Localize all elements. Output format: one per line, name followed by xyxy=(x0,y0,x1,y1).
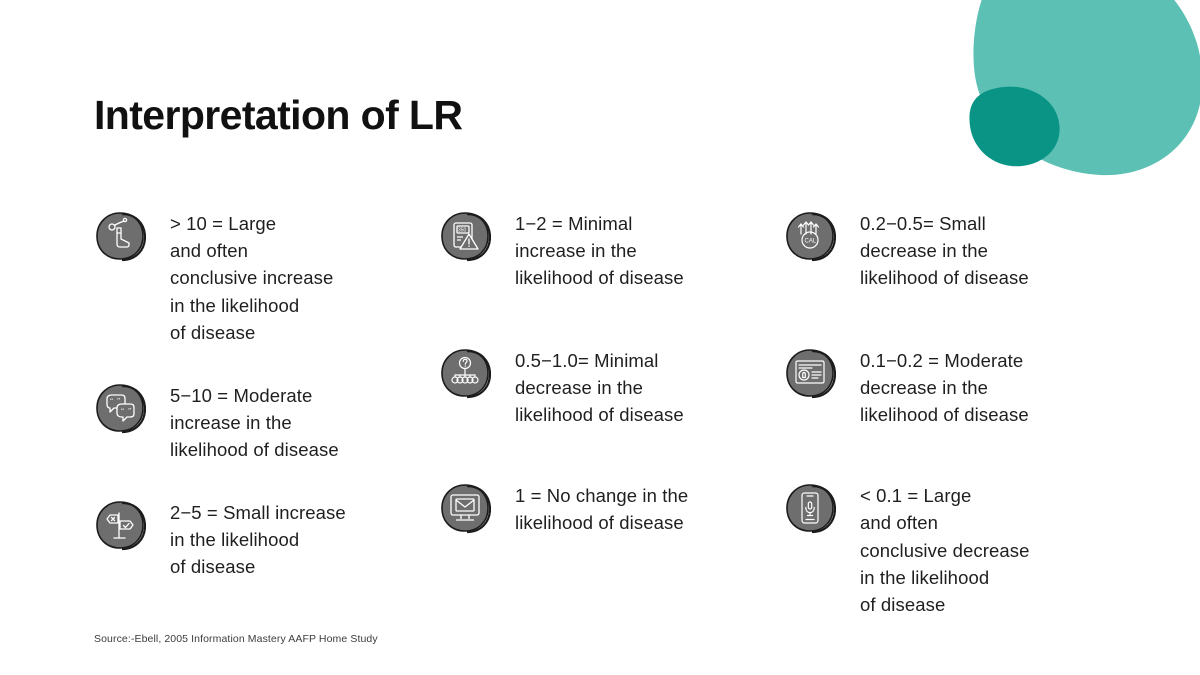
blob-dark-shape xyxy=(969,86,1060,167)
blob-light-shape xyxy=(973,0,1200,176)
question-hierarchy-icon xyxy=(439,347,491,399)
speech-bubbles-quote-icon: “ ” “ ” xyxy=(94,382,146,434)
page-title: Interpretation of LR xyxy=(94,92,463,138)
calendar-arrows-icon: CAL xyxy=(784,210,836,262)
list-item: “ ” “ ” 5−10 = Moderate increase in the … xyxy=(94,382,394,464)
column-1: > 10 = Large and often conclusive increa… xyxy=(94,210,394,608)
decorative-blobs xyxy=(940,0,1200,190)
monitor-warning-icon: 350 xyxy=(439,210,491,262)
svg-text:CAL: CAL xyxy=(805,239,817,245)
svg-text:”: ” xyxy=(128,407,131,415)
list-item: < 0.1 = Large and often conclusive decre… xyxy=(784,482,1094,618)
list-item-text: 0.2−0.5= Small decrease in the likelihoo… xyxy=(860,213,1029,289)
list-item: 2−5 = Small increase in the likelihood o… xyxy=(94,499,394,581)
svg-text:“: “ xyxy=(110,397,113,405)
list-item: 0.1−0.2 = Moderate decrease in the likel… xyxy=(784,347,1094,429)
envelope-monitor-icon xyxy=(439,482,491,534)
list-item: 0.5−1.0= Minimal decrease in the likelih… xyxy=(439,347,739,429)
list-item-text: 1−2 = Minimal increase in the likelihood… xyxy=(515,213,684,289)
signpost-direction-icon xyxy=(94,499,146,551)
column-3: CAL 0.2−0.5= Small decrease in the likel… xyxy=(784,210,1094,646)
news-article-layout-icon xyxy=(784,347,836,399)
source-note: Source:-Ebell, 2005 Information Mastery … xyxy=(94,633,378,645)
column-2: 350 1−2 = Minimal increase in the likeli… xyxy=(439,210,739,565)
list-item-text: > 10 = Large and often conclusive increa… xyxy=(170,213,334,343)
svg-text:“: “ xyxy=(121,407,124,415)
boot-with-flowers-icon xyxy=(94,210,146,262)
list-item-text: 0.1−0.2 = Moderate decrease in the likel… xyxy=(860,349,1029,425)
list-item-text: 1 = No change in the likelihood of disea… xyxy=(515,485,689,534)
list-item-text: 2−5 = Small increase in the likelihood o… xyxy=(170,501,346,577)
list-item-text: 0.5−1.0= Minimal decrease in the likelih… xyxy=(515,349,684,425)
list-item: CAL 0.2−0.5= Small decrease in the likel… xyxy=(784,210,1094,292)
svg-text:”: ” xyxy=(117,397,120,405)
list-item: > 10 = Large and often conclusive increa… xyxy=(94,210,394,346)
list-item: 350 1−2 = Minimal increase in the likeli… xyxy=(439,210,739,292)
list-item-text: < 0.1 = Large and often conclusive decre… xyxy=(860,485,1030,615)
list-item: 1 = No change in the likelihood of disea… xyxy=(439,482,739,536)
svg-text:350: 350 xyxy=(458,228,467,234)
list-item-text: 5−10 = Moderate increase in the likeliho… xyxy=(170,384,339,461)
phone-microphone-icon xyxy=(784,482,836,534)
